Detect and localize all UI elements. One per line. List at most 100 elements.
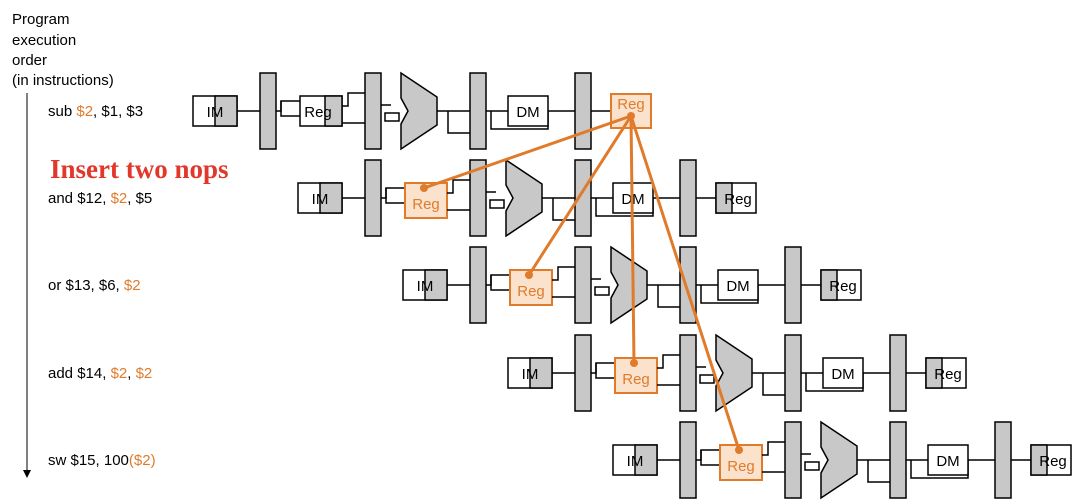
im-label: IM [627,453,644,470]
instruction-text: sw $15, 100 [48,452,129,469]
instruction-label: sw $15, 100($2) [48,452,156,469]
dm-label: DM [831,366,854,383]
alu [715,333,753,413]
axis-label: Program execution order (in instructions… [12,11,114,89]
wire [657,354,680,369]
hazard-line [423,114,632,190]
pipeline-row: IM Reg DM Reg [612,420,1072,500]
alu [400,71,438,151]
instruction-text: add $14, [48,365,111,382]
alu-input [489,199,505,209]
reg-label: Reg [934,366,962,383]
instruction-text: , $5 [127,190,152,207]
pipeline-register [784,421,802,499]
pipeline-register [994,421,1012,499]
reg-writeback-shade [925,357,943,389]
reg-label: Reg [1039,453,1067,470]
wire [696,449,720,461]
instruction-text: , $1, $3 [93,103,143,120]
instruction-text: and $12, [48,190,111,207]
reg-label: Reg [617,96,645,113]
instruction-text: sub [48,103,76,120]
pipeline-register [574,246,592,324]
highlighted-register: $2 [111,365,128,382]
alu-input [384,112,400,122]
wire [595,363,615,379]
hazard-target-dot [525,271,533,279]
hazard-line [527,115,633,276]
highlighted-register: ($2) [129,452,156,469]
dm-box [927,444,969,476]
wire [447,179,470,194]
wire [552,198,575,221]
dm-label: DM [936,453,959,470]
reg-label: Reg [517,283,545,300]
pipeline-register [784,246,802,324]
reg-writeback-shade [715,182,733,214]
wire [486,274,510,286]
reg-box-shade [324,95,343,127]
wire [762,373,785,396]
axis-label-line: order [12,52,47,69]
wire [385,188,405,204]
wire [381,187,405,199]
pipeline-register [364,72,382,150]
pipeline-register [889,421,907,499]
reg-label: Reg [727,458,755,475]
wire [867,460,890,483]
instruction-label: add $14, $2, $2 [48,365,152,382]
reg-label: Reg [412,196,440,213]
wire [591,362,615,374]
dm-label: DM [516,104,539,121]
wire [280,101,300,117]
pipeline-register [469,246,487,324]
pipeline-register [469,159,487,237]
instruction-label: and $12, $2, $5 [48,190,152,207]
pipeline-register [574,334,592,412]
im-label: IM [207,104,224,121]
instruction-label: sub $2, $1, $3 [48,103,143,120]
highlighted-register: $2 [136,365,153,382]
reg-writeback-shade [820,269,838,301]
alu-input [594,286,610,296]
reg-label: Reg [829,278,857,295]
wire [657,285,680,308]
pipeline-register [679,334,697,412]
wire [342,92,365,107]
note-insert-nops: Insert two nops [50,154,229,184]
pipeline-register [679,159,697,237]
axis-label-line: Program [12,11,70,28]
pipeline-register [574,72,592,150]
instruction-text: or $13, $6, [48,277,124,294]
hazard-target-dot [735,446,743,454]
dm-box [822,357,864,389]
wire [490,275,510,291]
wire [276,100,300,112]
hazard-lines [420,112,743,454]
reg-box-highlighted [509,269,553,306]
alu-input [804,461,820,471]
alu [610,245,648,325]
highlighted-register: $2 [124,277,141,294]
pipeline-register [784,334,802,412]
order-arrow [23,93,31,478]
pipeline-register [259,72,277,150]
highlighted-register: $2 [76,103,93,120]
instruction-label: or $13, $6, $2 [48,277,141,294]
highlighted-register: $2 [111,190,128,207]
wire [762,441,785,456]
im-label: IM [312,191,329,208]
pipeline-register [364,159,382,237]
reg-label: Reg [622,371,650,388]
alu [505,158,543,238]
wire [700,450,720,466]
alu [820,420,858,500]
reg-label: Reg [724,191,752,208]
pipeline-register [679,421,697,499]
hazard-line [629,115,741,451]
reg-writeback-shade [1030,444,1048,476]
axis-label-line: execution [12,32,76,49]
